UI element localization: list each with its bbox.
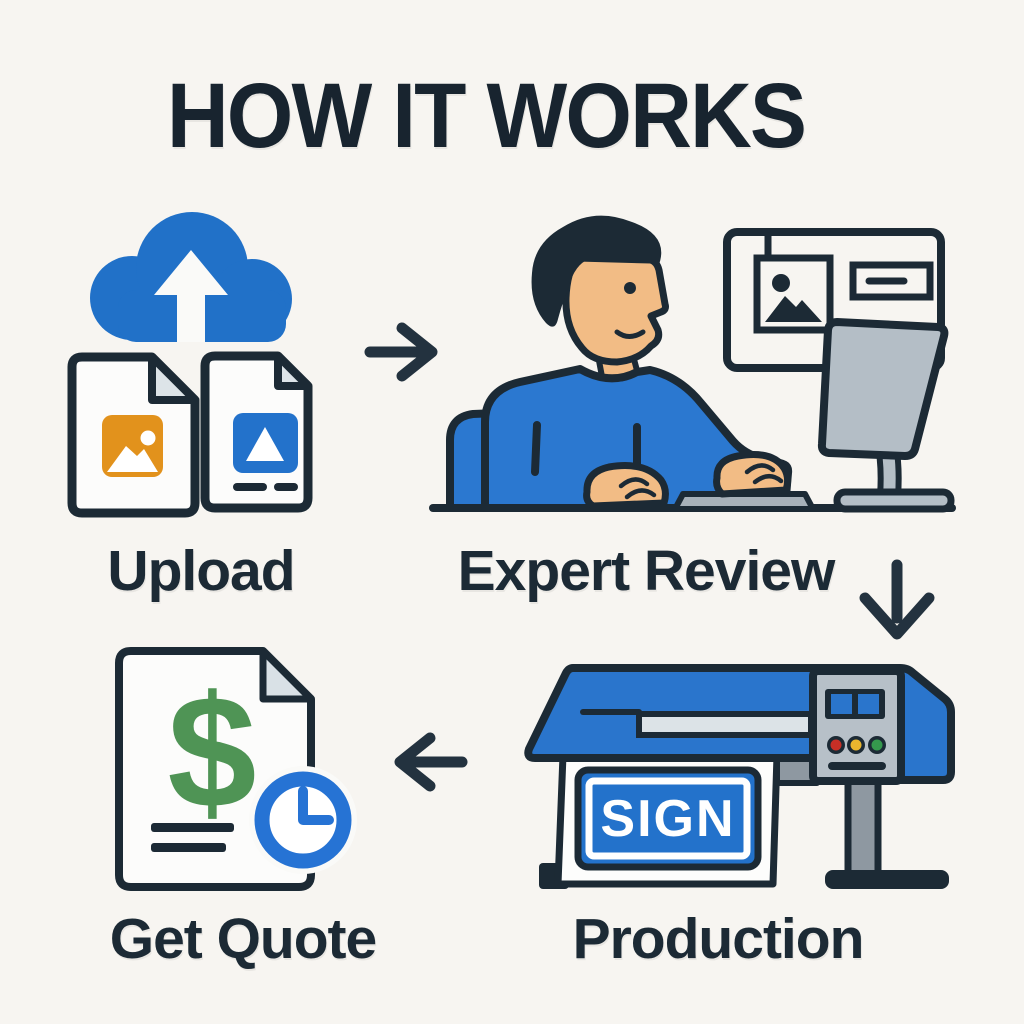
large-format-printer-icon: SIGN xyxy=(524,664,955,889)
step-label-production: Production xyxy=(572,907,865,971)
up-arrow-icon xyxy=(154,250,228,342)
step-label-upload: Upload xyxy=(107,539,295,603)
right-arrow-icon xyxy=(364,322,438,382)
printer-control-panel xyxy=(809,667,905,785)
get-quote-illustration: $ xyxy=(115,647,357,891)
down-arrow-icon xyxy=(859,559,935,640)
upload-step-illustration xyxy=(67,212,313,518)
hair xyxy=(531,215,662,327)
smile xyxy=(614,329,646,339)
image-placeholder-icon xyxy=(753,254,834,334)
expert-review-illustration xyxy=(429,215,956,513)
document-graphic-icon xyxy=(200,351,313,513)
text-field-icon xyxy=(849,261,934,301)
eye xyxy=(624,282,636,294)
keyboard-icon xyxy=(672,491,816,512)
step-label-expert-review: Expert Review xyxy=(457,539,836,603)
page-title: HOW IT WORKS xyxy=(166,65,807,167)
left-arrow-icon xyxy=(394,732,468,792)
production-illustration: SIGN xyxy=(524,664,955,889)
cloud-upload-icon xyxy=(90,212,292,342)
document-image-icon xyxy=(67,352,200,518)
near-arm-lines xyxy=(531,421,641,476)
sign-banner: SIGN xyxy=(574,766,762,871)
monitor-icon xyxy=(817,318,955,513)
dollar-icon: $ xyxy=(168,662,257,841)
hands xyxy=(583,451,792,510)
clock-icon xyxy=(249,766,357,874)
step-label-get-quote: Get Quote xyxy=(109,907,378,971)
person-head xyxy=(531,215,669,366)
sign-banner-text: SIGN xyxy=(600,790,735,848)
